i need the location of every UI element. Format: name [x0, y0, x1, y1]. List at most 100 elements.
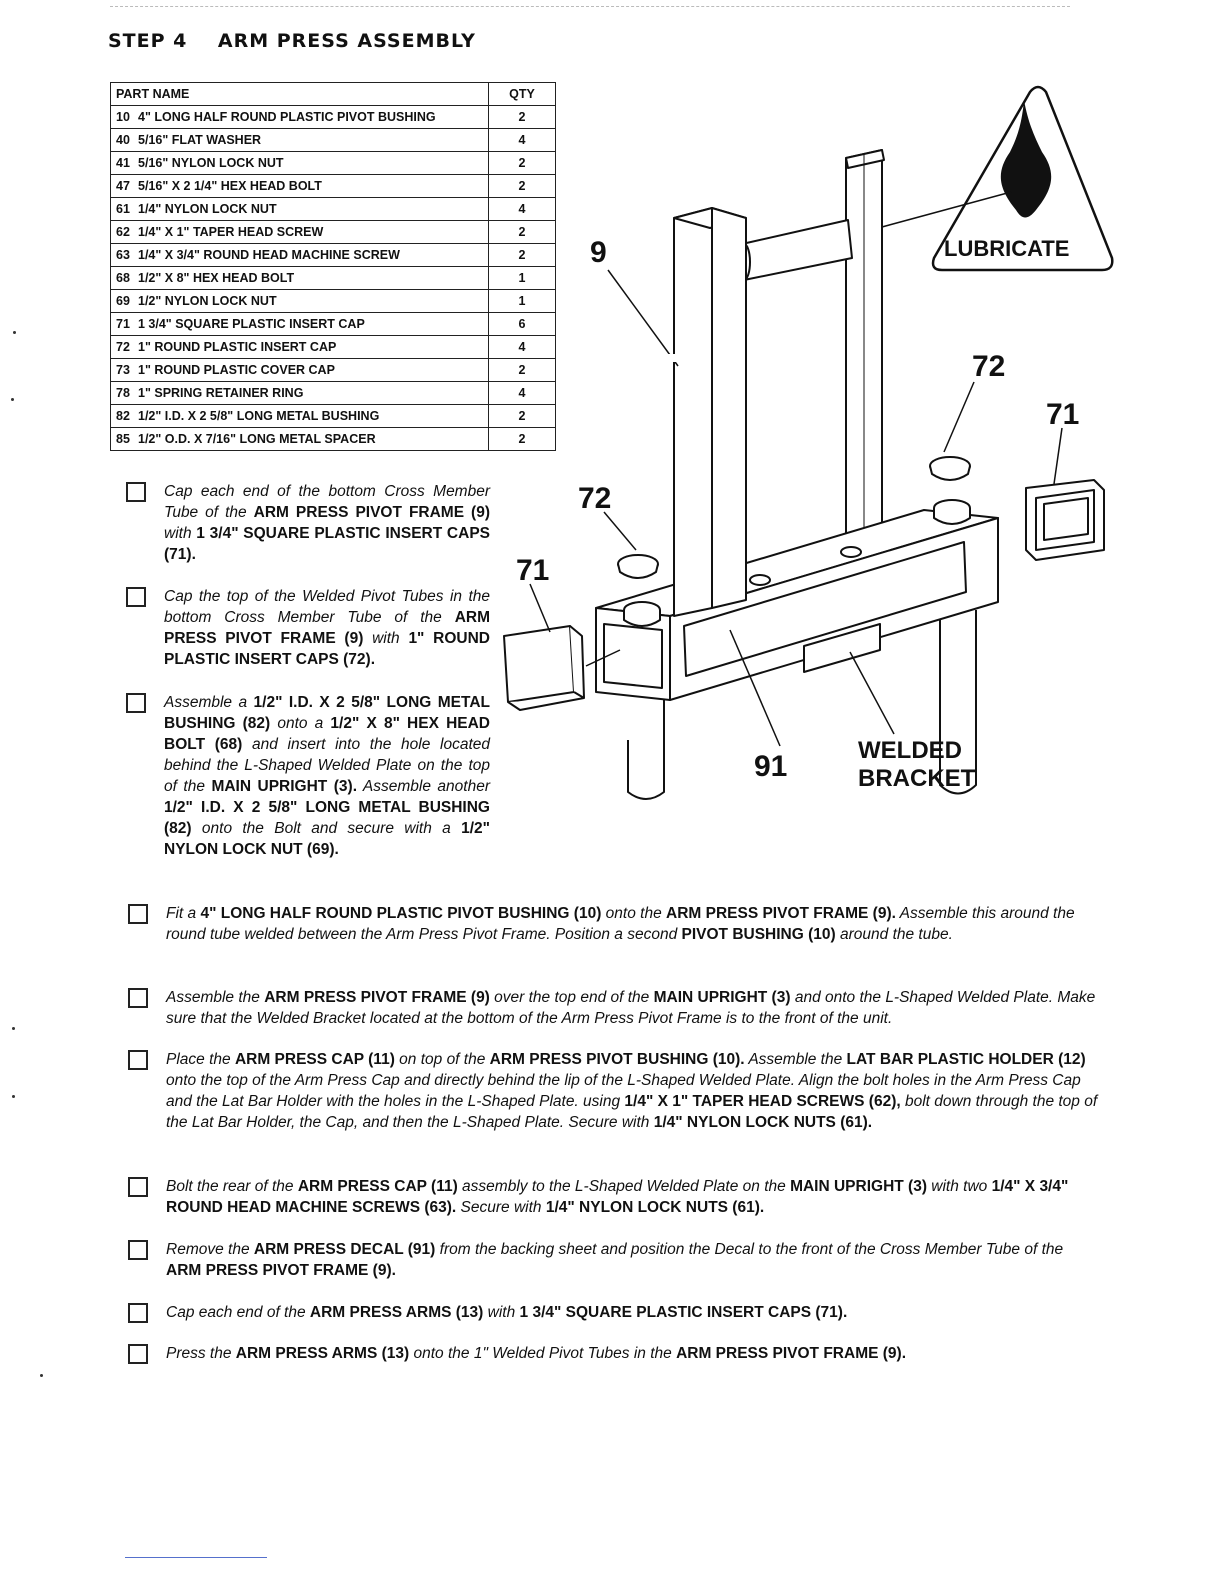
step-3-text: Assemble a 1/2" I.D. X 2 5/8" LONG METAL… [164, 694, 491, 858]
upright-right [845, 149, 885, 539]
part-number: 82 [116, 409, 130, 423]
part-name: 5/16" FLAT WASHER [138, 133, 262, 147]
step-9: Cap each end of the ARM PRESS ARMS (13) … [128, 1302, 1098, 1323]
step-10: Press the ARM PRESS ARMS (13) onto the 1… [128, 1343, 1098, 1364]
step-5: Assemble the ARM PRESS PIVOT FRAME (9) o… [128, 987, 1098, 1029]
round-insert-cap-left [617, 554, 659, 579]
callout-9: 9 [590, 236, 607, 269]
part-name: 1/2" I.D. X 2 5/8" LONG METAL BUSHING [138, 409, 380, 423]
step-title: ARM PRESS ASSEMBLY [217, 30, 476, 52]
step-5-checkbox[interactable] [128, 988, 148, 1008]
part-qty: 2 [488, 427, 556, 451]
lubricate-label: LUBRICATE [944, 236, 1069, 261]
part-number: 71 [116, 317, 130, 331]
part-qty: 4 [488, 128, 556, 152]
part-name: 1/2" NYLON LOCK NUT [138, 294, 277, 308]
part-name-cell: 69 1/2" NYLON LOCK NUT [110, 289, 489, 313]
step-8-text: Remove the ARM PRESS DECAL (91) from the… [166, 1241, 1064, 1279]
part-number: 62 [116, 225, 130, 239]
part-name: 1/4" X 1" TAPER HEAD SCREW [138, 225, 324, 239]
part-number: 47 [116, 179, 130, 193]
step-3-checkbox[interactable] [126, 693, 146, 713]
leader-71-right [1053, 427, 1063, 485]
part-qty: 4 [488, 197, 556, 221]
step-6-checkbox[interactable] [128, 1050, 148, 1070]
leader-72-right [943, 381, 975, 453]
step-9-checkbox[interactable] [128, 1303, 148, 1323]
leader-91 [729, 629, 781, 747]
scan-speck [13, 331, 16, 334]
part-name-cell: 82 1/2" I.D. X 2 5/8" LONG METAL BUSHING [110, 404, 489, 428]
step-4-text: Fit a 4" LONG HALF ROUND PLASTIC PIVOT B… [166, 905, 1075, 943]
callout-71-left: 71 [516, 554, 549, 587]
scan-speck [40, 1374, 43, 1377]
part-qty: 2 [488, 404, 556, 428]
part-name: 1" ROUND PLASTIC INSERT CAP [138, 340, 337, 354]
step-4: Fit a 4" LONG HALF ROUND PLASTIC PIVOT B… [128, 903, 1098, 945]
step-1: Cap each end of the bottom Cross Member … [126, 481, 490, 565]
step-2: Cap the top of the Welded Pivot Tubes in… [126, 586, 490, 670]
round-insert-cap-right [929, 456, 971, 481]
welded-label: WELDED [858, 737, 962, 764]
part-number: 73 [116, 363, 130, 377]
leader-71-left [529, 583, 551, 633]
step-7-text: Bolt the rear of the ARM PRESS CAP (11) … [166, 1178, 1069, 1216]
part-number: 61 [116, 202, 130, 216]
part-name-cell: 40 5/16" FLAT WASHER [110, 128, 489, 152]
part-name: 1/2" X 8" HEX HEAD BOLT [138, 271, 295, 285]
step-8-checkbox[interactable] [128, 1240, 148, 1260]
step-2-checkbox[interactable] [126, 587, 146, 607]
leader-9-line [607, 269, 679, 367]
callout-91: 91 [754, 750, 787, 783]
step-10-checkbox[interactable] [128, 1344, 148, 1364]
pivot-tube-left [623, 601, 661, 627]
step-1-text: Cap each end of the bottom Cross Member … [164, 483, 490, 563]
part-name-cell: 71 1 3/4" SQUARE PLASTIC INSERT CAP [110, 312, 489, 336]
part-name: 1/2" O.D. X 7/16" LONG METAL SPACER [138, 432, 376, 446]
top-scan-line [110, 6, 1070, 7]
step-4-checkbox[interactable] [128, 904, 148, 924]
step-10-text: Press the ARM PRESS ARMS (13) onto the 1… [166, 1345, 906, 1362]
square-insert-cap-right [1025, 479, 1105, 561]
part-number: 78 [116, 386, 130, 400]
part-qty: 2 [488, 358, 556, 382]
parts-table-header: PART NAME QTY [110, 82, 556, 106]
step-1-checkbox[interactable] [126, 482, 146, 502]
step-2-text: Cap the top of the Welded Pivot Tubes in… [164, 588, 490, 668]
step-7-checkbox[interactable] [128, 1177, 148, 1197]
table-row: 82 1/2" I.D. X 2 5/8" LONG METAL BUSHING 2 [110, 404, 556, 428]
square-insert-cap-left [503, 625, 585, 711]
welded-bracket [803, 623, 881, 673]
part-qty: 1 [488, 266, 556, 290]
part-qty: 2 [488, 243, 556, 267]
part-name: 1 3/4" SQUARE PLASTIC INSERT CAP [138, 317, 365, 331]
step-6-text: Place the ARM PRESS CAP (11) on top of t… [166, 1051, 1098, 1131]
part-qty: 2 [488, 105, 556, 129]
part-name: 5/16" NYLON LOCK NUT [138, 156, 284, 170]
part-number: 40 [116, 133, 130, 147]
callout-72-right: 72 [972, 350, 1005, 383]
part-number: 69 [116, 294, 130, 308]
